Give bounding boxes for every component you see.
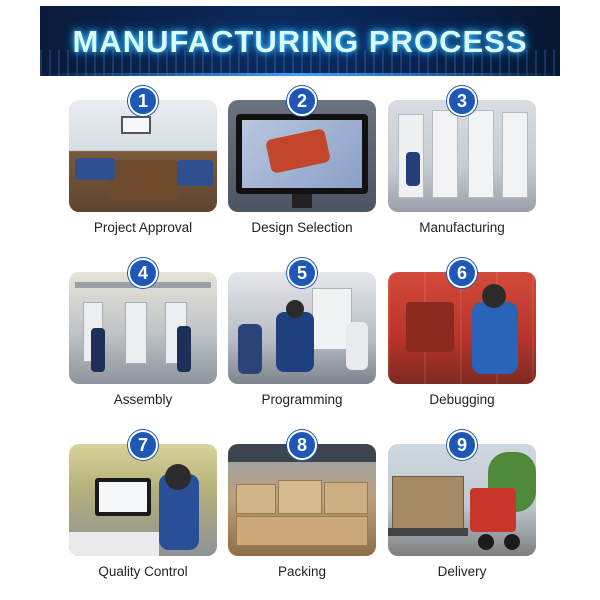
step-label: Delivery <box>437 564 487 579</box>
step-badge: 9 <box>447 430 477 460</box>
step-label: Programming <box>261 392 343 407</box>
welding-booth-photo <box>388 272 536 384</box>
step-label: Design Selection <box>251 220 353 235</box>
step-badge: 4 <box>128 258 158 288</box>
step-badge: 6 <box>447 258 477 288</box>
qc-workstation-photo <box>69 444 217 556</box>
step-badge: 8 <box>287 430 317 460</box>
step-label: Project Approval <box>93 220 193 235</box>
step-badge: 2 <box>287 86 317 116</box>
assembly-line-photo <box>69 272 217 384</box>
step-label: Assembly <box>113 392 173 407</box>
step-badge: 7 <box>128 430 158 460</box>
step-badge: 5 <box>287 258 317 288</box>
step-badge: 3 <box>447 86 477 116</box>
page-title: MANUFACTURING PROCESS <box>72 24 528 59</box>
machine-workshop-photo <box>388 100 536 212</box>
meeting-room-photo <box>69 100 217 212</box>
step-label: Quality Control <box>98 564 188 579</box>
header-banner: MANUFACTURING PROCESS <box>40 6 560 76</box>
step-badge: 1 <box>128 86 158 116</box>
wooden-crates-photo <box>228 444 376 556</box>
cad-monitor-photo <box>228 100 376 212</box>
step-label: Debugging <box>429 392 495 407</box>
forklift-truck-photo <box>388 444 536 556</box>
step-label: Manufacturing <box>419 220 505 235</box>
programming-station-photo <box>228 272 376 384</box>
step-label: Packing <box>277 564 327 579</box>
